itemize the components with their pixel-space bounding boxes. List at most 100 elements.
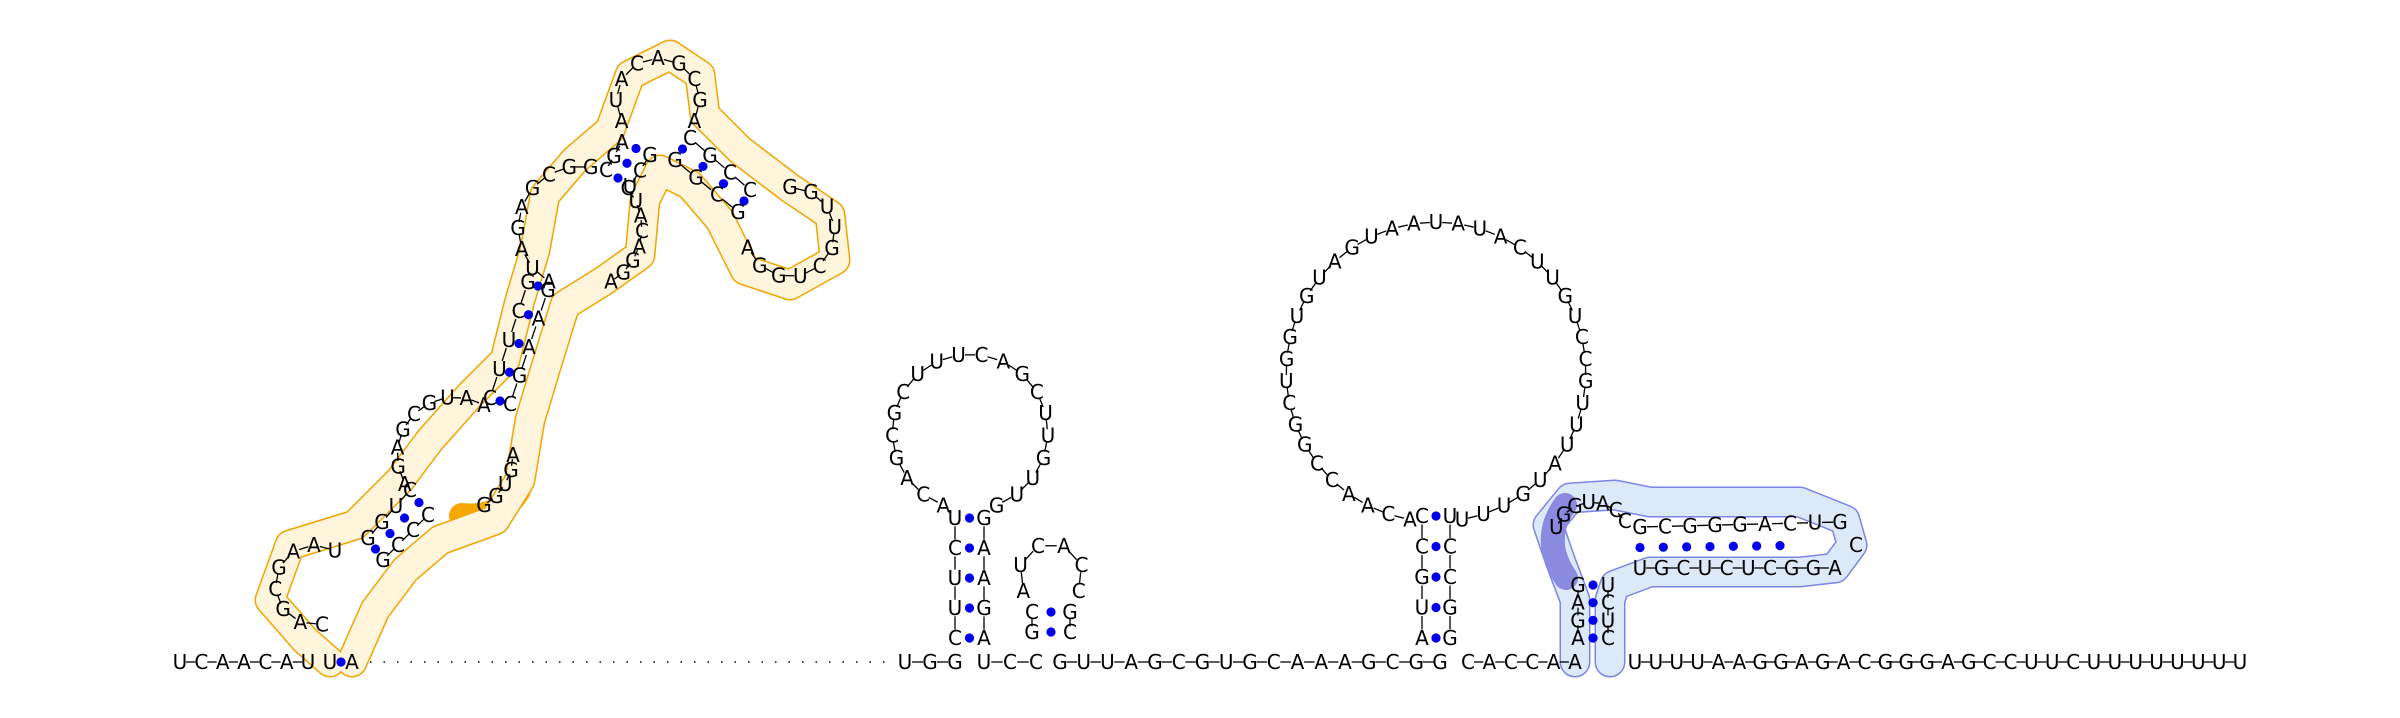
hairpin-b-stem-left-nt-5: C — [1415, 504, 1429, 528]
hairpin-b-loop-nt-22: A — [1451, 212, 1465, 236]
domain1-stem3-left-nt-4: C — [512, 299, 526, 323]
hairpin-a-loop-backbone — [922, 364, 932, 372]
hairpin-a2-loop-nt-2: U — [1013, 553, 1028, 577]
hairpin-a-loop-nt-20: G — [989, 493, 1005, 517]
base-pair-dot — [1431, 633, 1441, 643]
domain2-horizontal-top-nt-8: U — [1808, 511, 1823, 535]
three-prime-nt-3: U — [1669, 650, 1684, 674]
base-pair-dot — [631, 143, 641, 154]
three-prime-nt-17: G — [1961, 650, 1977, 674]
hairpin-b-loop-backbone — [1286, 387, 1290, 398]
domain1-stem3-right-nt-2: G — [512, 364, 528, 388]
domain1-internal-loop-2-backbone — [524, 254, 531, 263]
domain1-apical-loop-backbone — [663, 58, 674, 63]
hairpin-b-loop-backbone — [1309, 282, 1317, 292]
hairpin-a-loop-backbone — [928, 496, 939, 503]
hairpin-b-loop-nt-19: A — [1385, 217, 1399, 241]
base-pair-dot — [964, 573, 975, 583]
hairpin-b-loop-backbone — [1394, 515, 1405, 519]
hairpin-b-loop-backbone — [1582, 343, 1586, 353]
hairpin-b-loop-backbone — [1582, 387, 1586, 398]
domain1-right-loop-nt-3: U — [820, 195, 835, 219]
base-pair-dot — [964, 543, 975, 553]
domain1-internal-loop-1-nt-8: A — [459, 386, 473, 410]
hairpin-b-loop-nt-10: U — [1279, 369, 1294, 393]
domain1-apical-loop-nt-4: C — [630, 52, 644, 76]
domain1-stem4-left-backbone — [615, 145, 621, 153]
domain1-stem3-left-nt-3: U — [502, 328, 517, 352]
domain1-internal-loop-2-opposite-nt-3: A — [634, 204, 648, 228]
linker-1-nt-16: G — [1409, 650, 1425, 674]
domain1-internal-loop-1-opposite-backbone — [498, 486, 504, 494]
three-prime-nt-11: A — [1837, 650, 1851, 674]
hairpin-b-loop-nt-41: U — [1455, 508, 1470, 532]
hairpin-b-loop-backbone — [1291, 321, 1296, 332]
domain2-horizontal-bottom-nt-2: G — [1654, 556, 1670, 580]
domain2-loop-backbone — [1606, 504, 1613, 509]
hairpin-b-loop-backbone — [1489, 507, 1499, 513]
hairpin-a2-loop-nt-4: A — [1057, 534, 1071, 558]
base-pair-dot — [523, 310, 534, 320]
domain1-left-loop-backbone — [275, 573, 279, 584]
domain1-internal-loop-1-opposite-backbone — [506, 473, 511, 481]
hairpin-b-loop-backbone — [1464, 224, 1474, 228]
domain1-stem3-left-nt-1: C — [483, 386, 497, 410]
hairpin-b-loop-nt-14: G — [1299, 284, 1315, 308]
domain1-internal-loop-1-opposite-nt-3: U — [498, 472, 513, 496]
domain1-right-loop-backbone — [815, 195, 824, 204]
domain2-loop-backbone — [1566, 507, 1573, 513]
hairpin-b-loop-nt-11: G — [1279, 347, 1295, 371]
hairpin-a2-loop-backbone — [1068, 550, 1078, 561]
hairpin-b-loop-nt-27: U — [1545, 266, 1560, 290]
domain1-internal-loop-1-opposite-nt-5: G — [476, 493, 492, 517]
domain2-horizontal-top-nt-4: G — [1707, 513, 1723, 537]
domain2-horizontal-bottom-nt-4: U — [1698, 556, 1713, 580]
three-prime-nt-22: C — [2066, 650, 2080, 674]
domain2-vertical-right-nt-3: U — [1601, 608, 1616, 632]
domain2-horizontal-bottom-nt-3: C — [1676, 556, 1690, 580]
hairpin-b-stem-left-nt-1: A — [1415, 626, 1429, 650]
domain1-internal-loop-1-nt-2: G — [390, 454, 406, 478]
linker-2-nt-2: A — [1483, 650, 1497, 674]
domain1-left-loop-nt-2: A — [294, 610, 308, 634]
domain1-internal-loop-2-nt-6: G — [525, 176, 541, 200]
linker-1-nt-11: A — [1291, 650, 1305, 674]
hairpin-b-loop-nt-20: A — [1407, 212, 1421, 236]
domain1-stem4-right-backbone — [642, 158, 648, 167]
domain1-stem5-right-backbone — [680, 164, 691, 173]
domain1-stem3-left-backbone — [511, 318, 517, 333]
hairpin-a-loop-nt-6: G — [887, 401, 903, 425]
base-pair-dot — [698, 161, 708, 171]
domain1-internal-loop-2-nt-4: G — [510, 216, 526, 240]
hairpin-b-loop-backbone — [1569, 429, 1575, 440]
hairpin-b-loop-backbone — [1419, 221, 1430, 224]
linker-2-nt-6: A — [1568, 650, 1582, 674]
hairpin-b-loop-backbone — [1297, 429, 1303, 440]
hairpin-b-loop-nt-35: U — [1560, 433, 1575, 457]
hairpin-a-stem-left-nt-5: U — [948, 506, 963, 530]
hairpin-a-base-nt-1: U — [898, 650, 913, 674]
base-pair-dot — [1705, 541, 1715, 552]
domain1-region-fill — [256, 41, 849, 676]
hairpin-b-loop-backbone — [1509, 496, 1519, 503]
hairpin-a-loop-nt-15: U — [1038, 401, 1053, 425]
linker-1-nt-6: C — [1172, 650, 1186, 674]
hairpin-a2-stem-left-nt-2: G — [1024, 620, 1040, 644]
linker-1-nt-4: A — [1124, 650, 1138, 674]
domain1-internal-loop-2-opposite-backbone — [614, 274, 621, 280]
domain1-internal-loop-1-nt-9: A — [477, 393, 491, 417]
hairpin-a-loop-nt-18: U — [1026, 466, 1041, 490]
domain1-internal-loop-2-opposite-nt-2: U — [629, 189, 644, 213]
domain1-internal-loop-2-nt-8: G — [561, 155, 577, 179]
hairpin-b-loop-nt-34: U — [1569, 413, 1584, 437]
hairpin-b-loop-nt-38: G — [1515, 482, 1531, 506]
three-prime-nt-15: G — [1919, 650, 1935, 674]
base-pair-dot — [414, 497, 424, 508]
domain2-vertical-right-nt-1: U — [1601, 573, 1616, 597]
hairpin-b-loop-backbone — [1467, 515, 1478, 519]
domain2-loop-nt-3: G — [1567, 494, 1583, 518]
base-pair-dot — [1046, 607, 1056, 617]
domain1-left-loop-nt-3: G — [275, 597, 291, 621]
domain1-stem4-left-nt-1: C — [599, 158, 613, 182]
